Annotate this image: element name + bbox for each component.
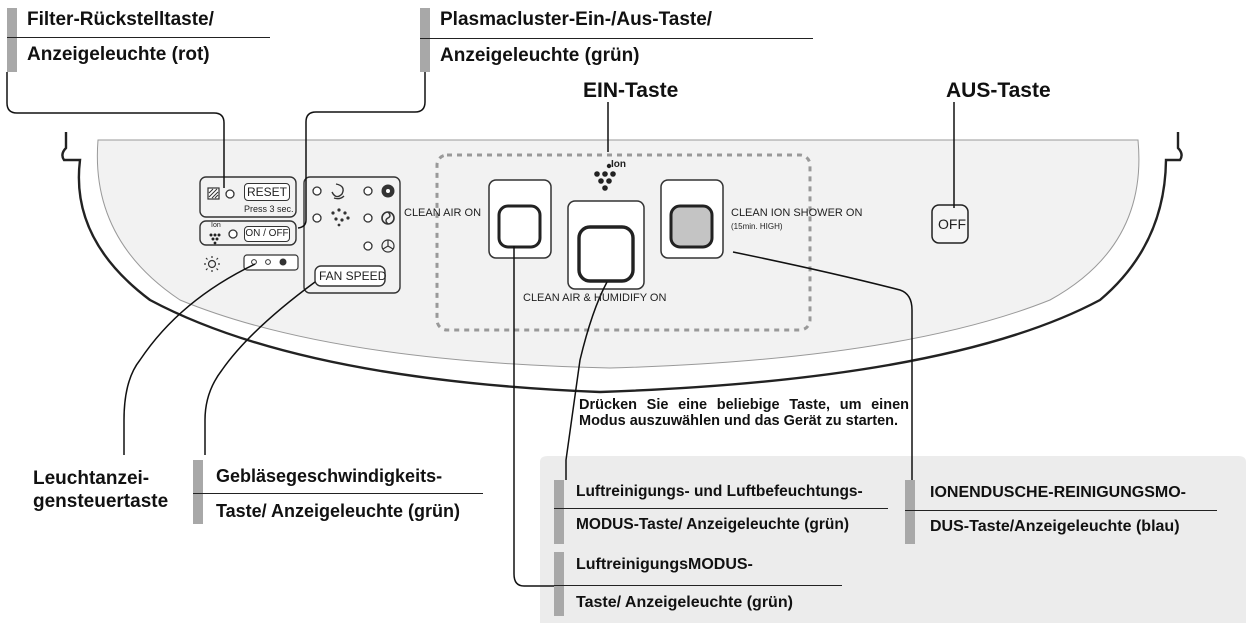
plasmacluster-label-line1: Plasmacluster-Ein-/Aus-Taste/ <box>440 9 713 30</box>
fan-high-icon <box>381 184 395 198</box>
clean-air-on-label: CLEAN AIR ON <box>404 207 482 219</box>
fan-speed-label-line2: Taste/ Anzeigeleuchte (grün) <box>216 501 461 521</box>
clean-air-humidify-on-label: CLEAN AIR & HUMIDIFY ON <box>523 292 667 304</box>
fan-speed-underline <box>193 493 483 494</box>
filter-reset-underline <box>7 37 270 38</box>
label-background <box>540 462 1246 623</box>
fan-medium-icon <box>381 211 395 225</box>
leader-plasmacluster <box>297 72 426 229</box>
filter-reset-label-line1: Filter-Rückstelltaste/ <box>27 9 214 30</box>
reset-indicator <box>225 189 235 199</box>
humidify-underline <box>554 508 888 509</box>
humidify-label-line1: Luftreinigungs- und Luftbefeuchtungs- <box>576 483 863 500</box>
filter-reset-label-line2: Anzeigeleuchte (rot) <box>27 44 210 65</box>
fan-indicator-2 <box>363 186 373 196</box>
ion-shower-label-line2: DUS-Taste/Anzeigeleuchte (blau) <box>930 518 1180 535</box>
light-control-group-box <box>243 254 299 271</box>
instruction-text: Drücken Sie eine beliebige Taste, um ein… <box>579 397 909 429</box>
off-button[interactable]: OFF <box>938 216 966 232</box>
fan-speed-label-line1: Gebläsegeschwindigkeits- <box>216 466 443 486</box>
ion-small-label: Ion <box>211 222 221 229</box>
fan-low-icon <box>381 239 395 253</box>
fan-sleep-icon <box>331 208 350 227</box>
clean-ion-shower-on-label: CLEAN ION SHOWER ON <box>731 207 863 219</box>
press-3-sec-label: Press 3 sec. <box>244 204 294 214</box>
fan-speed-button-shape <box>314 265 386 287</box>
ein-label: EIN-Taste <box>583 79 679 102</box>
plasmacluster-marker <box>420 8 430 72</box>
reset-button[interactable]: RESET <box>244 183 290 201</box>
onoff-button[interactable]: ON / OFF <box>244 226 290 242</box>
humidify-marker <box>554 480 564 544</box>
filter-icon <box>207 187 220 200</box>
off-button-shape <box>931 204 969 244</box>
light-control-label-line2: gensteuertaste <box>33 491 169 512</box>
fan-speed-button[interactable]: FAN SPEED <box>319 269 387 283</box>
leader-ion-shower <box>732 251 913 480</box>
leader-filter-reset <box>6 72 225 188</box>
fan-indicator-4 <box>363 213 373 223</box>
aus-label: AUS-Taste <box>946 79 1051 102</box>
clean-air-label-line2: Taste/ Anzeigeleuchte (grün) <box>576 594 793 611</box>
clean-air-button <box>497 204 542 249</box>
fan-indicator-3 <box>312 213 322 223</box>
fan-indicator-5 <box>363 241 373 251</box>
humidify-label-line2: MODUS-Taste/ Anzeigeleuchte (grün) <box>576 516 849 533</box>
filter-reset-marker <box>7 8 17 72</box>
fan-indicator-1 <box>312 186 322 196</box>
plasmacluster-small-icon <box>209 233 221 245</box>
plasmacluster-indicator <box>228 229 238 239</box>
plasmacluster-label-line2: Anzeigeleuchte (grün) <box>440 45 640 66</box>
leader-light-control <box>123 263 256 455</box>
leader-humidify <box>565 281 608 480</box>
housing-outline <box>61 132 1183 394</box>
light-control-label-line1: Leuchtanzei- <box>33 468 150 489</box>
humidify-button <box>577 225 635 283</box>
ion-shower-label-line1: IONENDUSCHE-REINIGUNGSMO- <box>930 484 1187 501</box>
ion-shower-marker <box>905 480 915 544</box>
fan-speed-marker <box>193 460 203 524</box>
ion-shower-button <box>669 204 714 249</box>
plasmacluster-underline <box>420 38 813 39</box>
clean-air-underline <box>554 585 842 586</box>
light-icon <box>204 256 220 272</box>
clean-air-marker <box>554 552 564 616</box>
ion-shower-underline <box>905 510 1217 511</box>
fan-group-box <box>303 176 401 294</box>
clean-air-label-line1: LuftreinigungsMODUS- <box>576 556 753 573</box>
plasmacluster-icon <box>594 163 616 191</box>
leader-clean-air <box>513 246 554 587</box>
ion-top-label: Ion <box>611 159 626 170</box>
fan-auto-icon <box>331 183 345 200</box>
onoff-group-box <box>199 220 297 246</box>
leader-fan-speed <box>204 281 316 455</box>
clean-ion-shower-sub-label: (15min. HIGH) <box>731 222 783 231</box>
reset-group-box <box>199 176 297 218</box>
